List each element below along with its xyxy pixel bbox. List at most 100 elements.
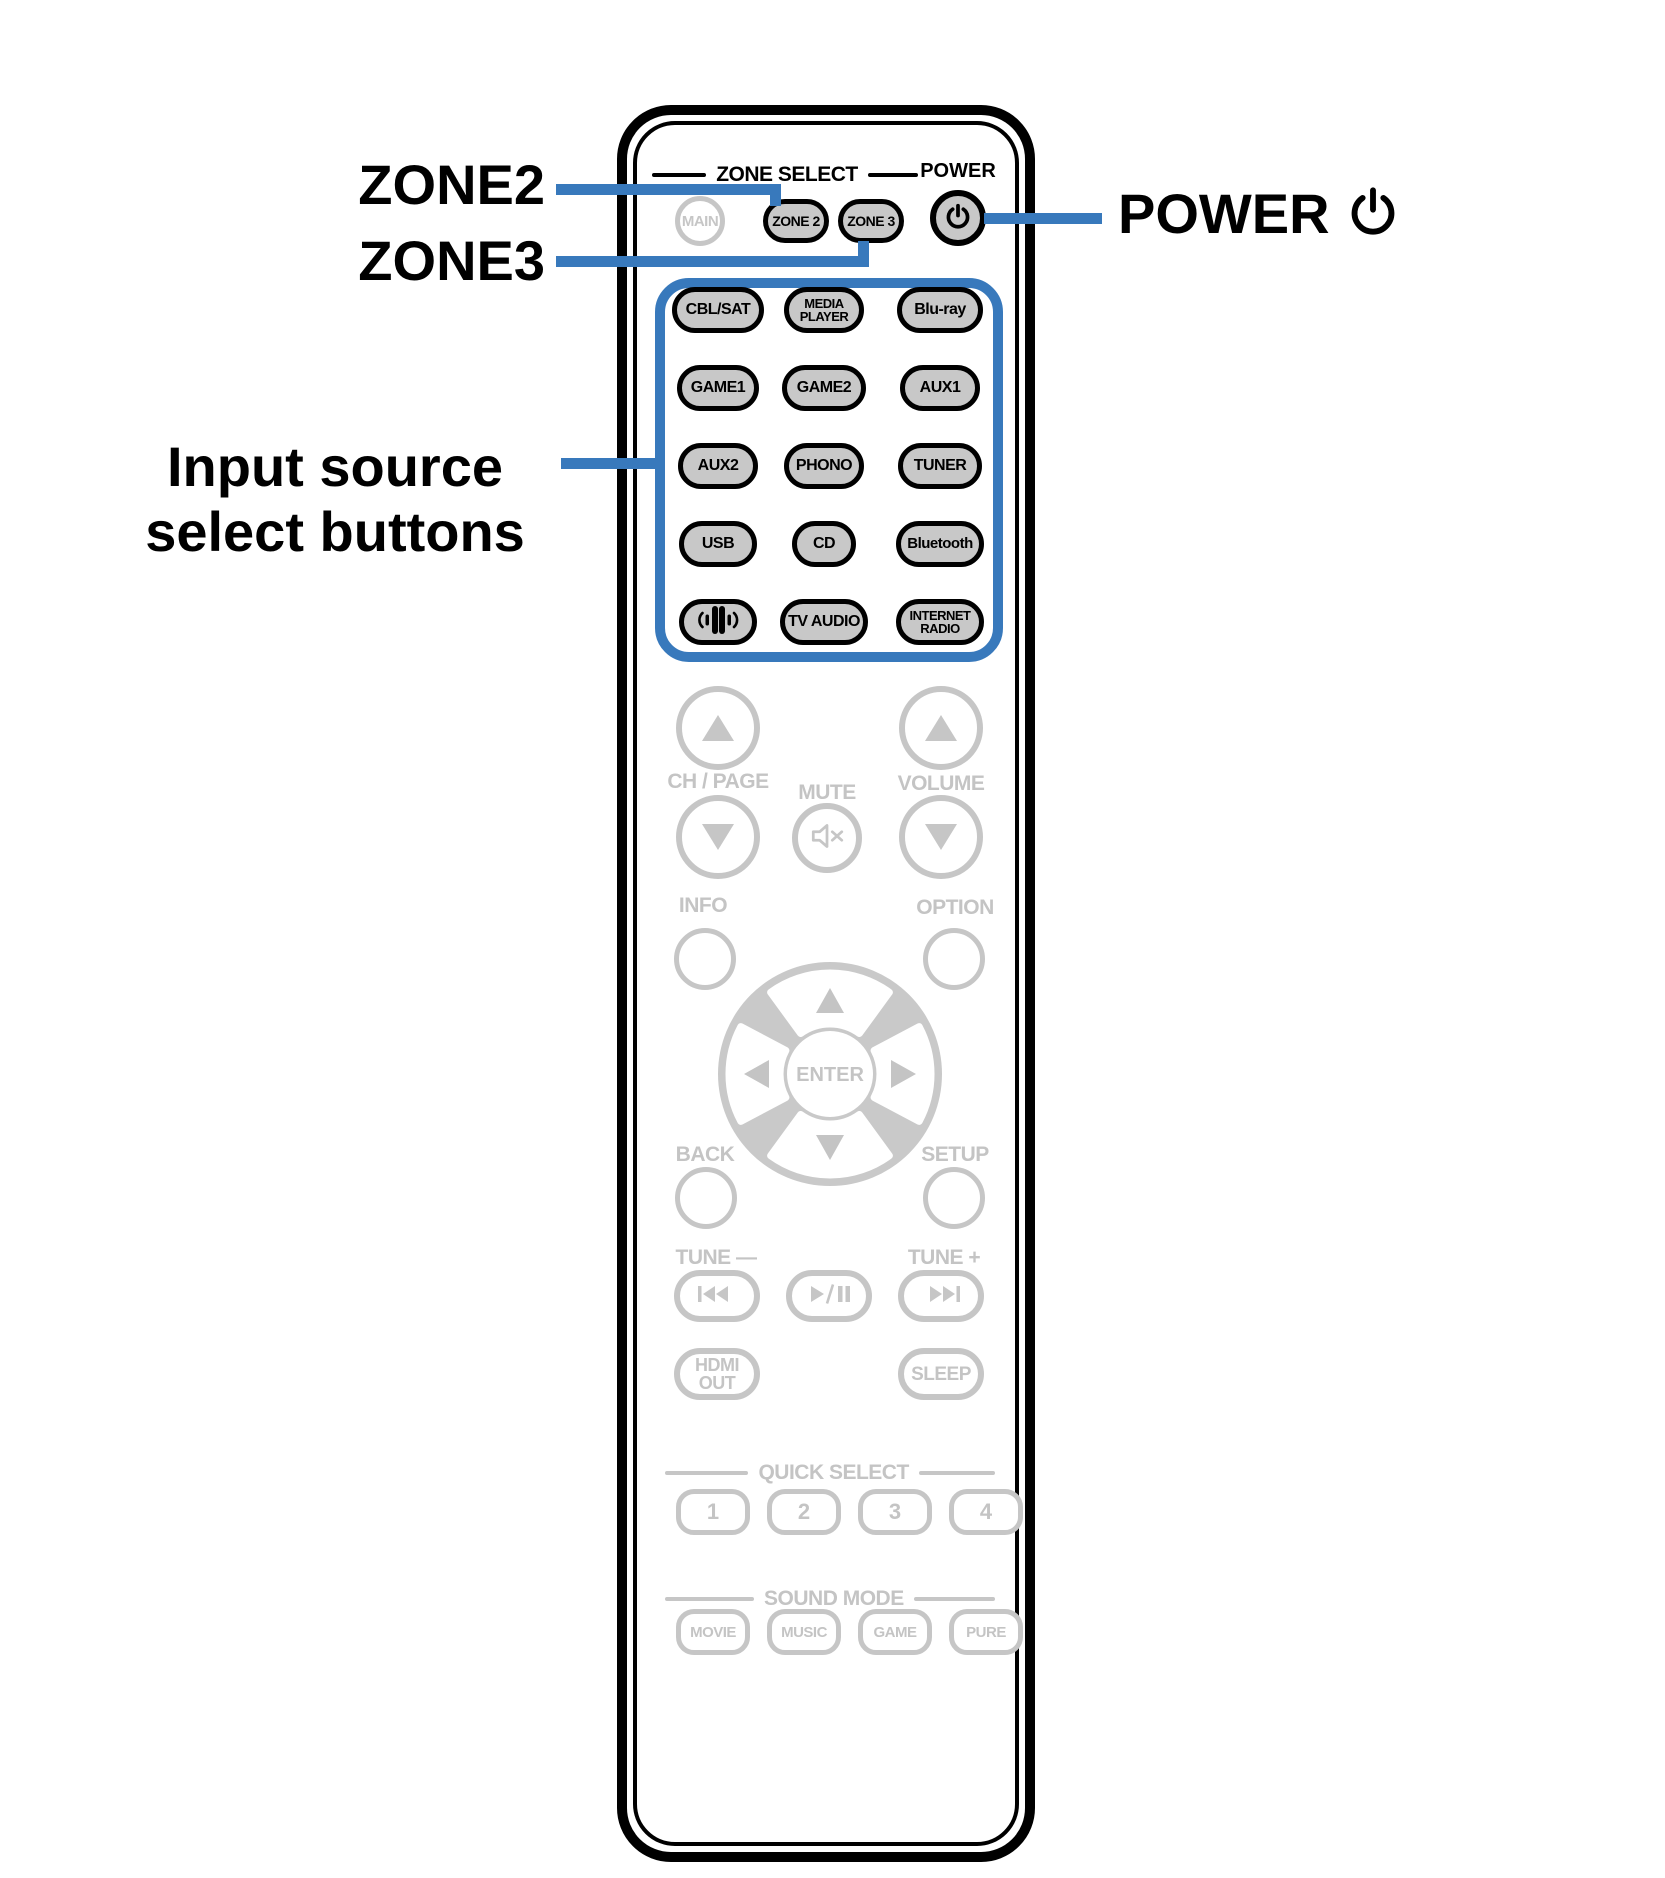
enter-button[interactable] xyxy=(787,1031,873,1117)
input-button-cd[interactable]: CD xyxy=(792,521,856,567)
sound-mode-music-button[interactable]: MUSIC xyxy=(767,1609,841,1655)
quick-select-4-button[interactable]: 4 xyxy=(949,1489,1023,1535)
input-source-connector-line xyxy=(561,458,663,469)
mute-label: MUTE xyxy=(798,781,856,804)
channel-down-button[interactable] xyxy=(676,795,760,879)
zone-select-heading: ZONE SELECT xyxy=(650,163,920,187)
internet-radio-line1: INTERNET xyxy=(909,608,972,623)
enter-label: ENTER xyxy=(796,1064,864,1086)
input-button-cbl-sat[interactable]: CBL/SAT xyxy=(672,287,764,333)
hdmi-out-button[interactable]: HDMI OUT xyxy=(674,1348,760,1400)
channel-up-button[interactable] xyxy=(676,686,760,770)
sleep-button[interactable]: SLEEP xyxy=(898,1348,984,1400)
zone2-button[interactable]: ZONE 2 xyxy=(763,199,829,243)
tune-plus-label: TUNE + xyxy=(907,1246,981,1269)
sound-mode-pure-button[interactable]: PURE xyxy=(949,1609,1023,1655)
power-connector-line xyxy=(984,213,1102,224)
zone3-connector-elbow xyxy=(858,241,869,267)
heading-dash-left xyxy=(665,1597,755,1601)
zone2-connector-line xyxy=(556,184,781,195)
info-button[interactable] xyxy=(674,928,736,990)
volume-up-button[interactable] xyxy=(899,686,983,770)
input-button-heos[interactable] xyxy=(679,599,757,645)
quick-select-row: 1 2 3 4 xyxy=(676,1489,1023,1535)
right-arrow-icon xyxy=(891,1060,916,1088)
back-button[interactable] xyxy=(675,1167,737,1229)
down-arrow-icon xyxy=(702,824,734,850)
power-callout: POWER xyxy=(1118,181,1400,246)
down-arrow-icon xyxy=(925,824,957,850)
zone3-callout-label: ZONE3 xyxy=(358,229,545,292)
internet-radio-line2: RADIO xyxy=(920,621,960,636)
up-arrow-icon xyxy=(816,988,844,1013)
hdmi-out-line1: HDMI xyxy=(695,1355,740,1375)
power-heading: POWER xyxy=(920,160,996,182)
input-source-frame xyxy=(655,278,1003,662)
heos-icon xyxy=(696,604,740,640)
sound-mode-row: MOVIE MUSIC GAME PURE xyxy=(676,1609,1023,1655)
mute-button[interactable] xyxy=(792,803,862,873)
quick-select-heading-text: QUICK SELECT xyxy=(758,1461,909,1484)
zone3-button[interactable]: ZONE 3 xyxy=(838,199,904,243)
input-source-callout-label: Input source select buttons xyxy=(95,434,575,564)
cursor-pad: ENTER xyxy=(710,954,950,1194)
ch-page-label: CH / PAGE xyxy=(667,770,769,793)
back-label: BACK xyxy=(675,1143,735,1166)
down-arrow-icon xyxy=(816,1135,844,1160)
power-callout-label: POWER xyxy=(1118,182,1330,245)
skip-back-button[interactable] xyxy=(674,1270,760,1322)
power-button[interactable] xyxy=(930,190,986,246)
media-player-line2: PLAYER xyxy=(799,309,849,324)
option-button[interactable] xyxy=(923,928,985,990)
input-button-internet-radio[interactable]: INTERNET RADIO xyxy=(896,599,984,645)
input-button-tuner[interactable]: TUNER xyxy=(898,443,982,489)
remote-body-inner-line xyxy=(633,121,1019,1846)
input-source-callout-line1: Input source xyxy=(166,435,504,498)
mute-icon xyxy=(808,817,846,860)
zone3-connector-line xyxy=(556,256,869,267)
option-label: OPTION xyxy=(916,896,994,919)
input-button-aux1[interactable]: AUX1 xyxy=(900,365,980,411)
heading-dash-left xyxy=(665,1471,749,1475)
volume-down-button[interactable] xyxy=(899,795,983,879)
heading-dash-left xyxy=(652,173,707,177)
input-button-game2[interactable]: GAME2 xyxy=(782,365,866,411)
sound-mode-game-button[interactable]: GAME xyxy=(858,1609,932,1655)
input-button-bluetooth[interactable]: Bluetooth xyxy=(896,521,984,567)
input-source-callout-line2: select buttons xyxy=(145,500,525,563)
quick-select-2-button[interactable]: 2 xyxy=(767,1489,841,1535)
zone2-callout-label: ZONE2 xyxy=(358,153,545,216)
setup-label: SETUP xyxy=(921,1143,989,1166)
input-button-tv-audio[interactable]: TV AUDIO xyxy=(780,599,868,645)
main-button[interactable]: MAIN xyxy=(675,196,725,246)
input-button-usb[interactable]: USB xyxy=(679,521,757,567)
quick-select-1-button[interactable]: 1 xyxy=(676,1489,750,1535)
input-button-aux2[interactable]: AUX2 xyxy=(678,443,758,489)
play-pause-button[interactable] xyxy=(786,1270,872,1322)
sound-mode-heading-text: SOUND MODE xyxy=(764,1587,904,1610)
heading-dash-right xyxy=(913,1597,995,1601)
input-button-game1[interactable]: GAME1 xyxy=(677,365,759,411)
power-icon xyxy=(944,202,972,235)
sound-mode-movie-button[interactable]: MOVIE xyxy=(676,1609,750,1655)
skip-back-icon xyxy=(694,1282,740,1310)
media-player-line1: MEDIA xyxy=(804,296,844,311)
input-button-blu-ray[interactable]: Blu-ray xyxy=(897,287,983,333)
left-arrow-icon xyxy=(744,1060,769,1088)
skip-forward-button[interactable] xyxy=(898,1270,984,1322)
power-icon xyxy=(1346,184,1400,243)
sound-mode-heading: SOUND MODE xyxy=(665,1587,995,1611)
hdmi-out-line2: OUT xyxy=(698,1373,736,1393)
zone2-connector-elbow xyxy=(770,184,781,206)
quick-select-heading: QUICK SELECT xyxy=(665,1461,995,1485)
setup-button[interactable] xyxy=(923,1167,985,1229)
input-button-media-player[interactable]: MEDIA PLAYER xyxy=(784,287,864,333)
quick-select-3-button[interactable]: 3 xyxy=(858,1489,932,1535)
heading-dash-right xyxy=(867,173,918,177)
skip-forward-icon xyxy=(918,1282,964,1310)
input-button-phono[interactable]: PHONO xyxy=(784,443,864,489)
up-arrow-icon xyxy=(702,715,734,741)
play-pause-icon xyxy=(804,1282,854,1310)
info-label: INFO xyxy=(678,894,728,917)
